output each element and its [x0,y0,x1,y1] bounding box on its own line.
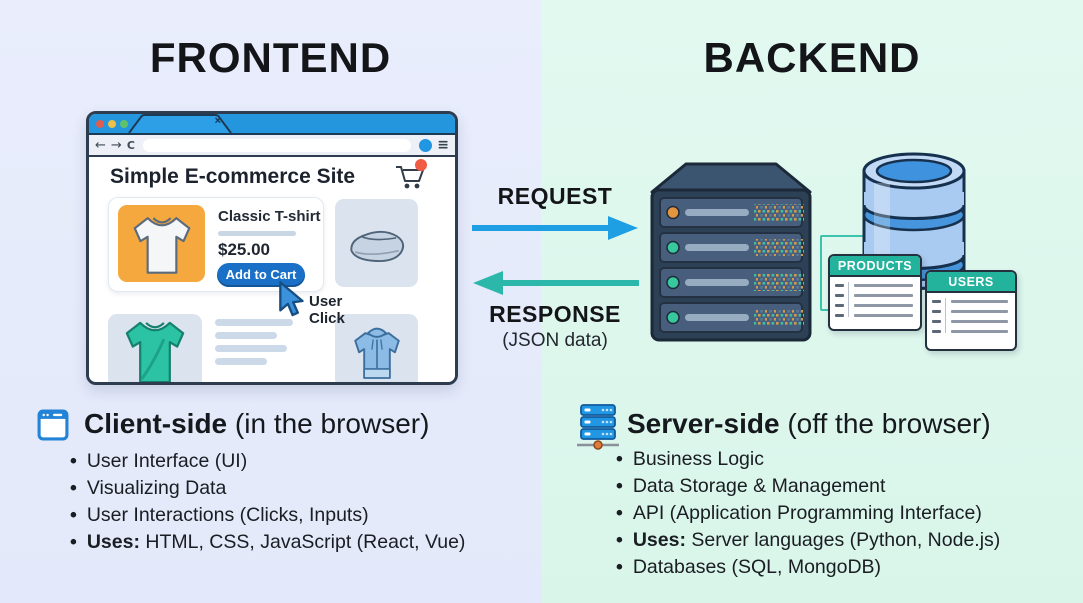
list-item: • Uses: Server languages (Python, Node.j… [616,527,1000,554]
client-heading-bold: Client-side [84,408,228,439]
list-item: • Uses: HTML, CSS, JavaScript (React, Vu… [70,529,465,556]
browser-icon [37,409,69,441]
tab-shape [128,114,232,133]
table-key-column [835,282,849,317]
traffic-light-yellow-icon [108,120,116,128]
bullet-icon: • [616,475,623,497]
cart-icon[interactable] [392,159,428,191]
placeholder-line [215,319,293,326]
product-tile-mouse [335,199,418,287]
server-rack-illustration [650,162,812,342]
list-item: • User Interface (UI) [70,448,465,475]
server-heading-rest: (off the browser) [779,408,991,439]
frontend-title: FRONTEND [149,34,392,81]
product-name: Classic T-shirt [218,208,321,225]
bullet-icon: • [70,504,77,526]
bullet-text: Databases (SQL, MongoDB) [632,556,882,578]
backend-title: BACKEND [703,34,921,81]
forward-icon[interactable]: → [110,137,122,153]
server-side-heading: Server-side (off the browser) [627,408,991,440]
bullet-icon: • [70,531,77,553]
placeholder-text-lines [215,319,293,365]
users-table-header: USERS [927,272,1015,293]
products-table: PRODUCTS [828,254,922,331]
client-side-list: • User Interface (UI) • Visualizing Data… [70,448,465,556]
list-item: • Data Storage & Management [616,473,1000,500]
browser-titlebar: × [89,114,455,135]
cursor-label-line2: Click [309,310,345,327]
bullet-icon: • [70,450,77,472]
bullet-icon: • [616,448,623,470]
server-side-list: • Business Logic • Data Storage & Manage… [616,446,1000,581]
cursor-label: User Click [309,293,345,327]
bullet-text: User Interface (UI) [86,450,248,472]
server-icon [577,404,619,450]
browser-tab[interactable]: × [127,114,233,133]
cursor-label-line1: User [309,293,343,310]
table-key-column [932,298,946,333]
placeholder-line [215,332,277,339]
bullet-text: API (Application Programming Interface) [632,502,982,524]
bullet-icon: • [70,477,77,499]
list-item: • Databases (SQL, MongoDB) [616,554,1000,581]
browser-content: Simple E-commerce Site Classic T-shirt $… [89,157,455,382]
menu-icon[interactable]: ≡ [437,137,449,153]
users-table: USERS [925,270,1017,351]
bullet-text: Business Logic [632,448,764,470]
back-icon[interactable]: ← [95,137,106,153]
traffic-light-green-icon [120,120,128,128]
list-item: • User Interactions (Clicks, Inputs) [70,502,465,529]
cursor-icon [279,281,304,317]
bullet-text: User Interactions (Clicks, Inputs) [86,504,369,526]
browser-toolbar: ← → C ≡ [89,135,455,157]
bullet-text: Uses: HTML, CSS, JavaScript (React, Vue) [86,531,466,553]
users-table-body [927,293,1015,333]
placeholder-line [215,345,287,352]
bullet-icon: • [616,556,623,578]
response-arrow [473,271,639,295]
bullet-text: Data Storage & Management [632,475,886,497]
hoodie-illustration [353,327,400,379]
tab-close-icon[interactable]: × [214,115,221,127]
bullet-icon: • [616,502,623,524]
reload-icon[interactable]: C [126,138,135,152]
list-item: • Business Logic [616,446,1000,473]
product-image-tile [118,205,205,282]
request-arrow [472,216,638,240]
list-item: • Visualizing Data [70,475,465,502]
table-value-column [951,298,1010,333]
placeholder-line [215,358,267,365]
request-label: REQUEST [497,183,613,209]
browser-window: × ← → C ≡ Simple E-commerce Site [86,111,458,385]
response-label: RESPONSE [489,301,621,327]
server-heading-bold: Server-side [627,408,780,439]
client-side-heading: Client-side (in the browser) [84,408,429,440]
traffic-light-red-icon [96,120,104,128]
products-table-header: PRODUCTS [830,256,920,277]
site-title: Simple E-commerce Site [110,165,356,188]
mouse-illustration [349,230,404,262]
product-tile-shirt [108,314,202,382]
bullet-icon: • [616,529,623,551]
tshirt-white-illustration [133,216,190,274]
product-price: $25.00 [218,240,270,259]
list-item: • API (Application Programming Interface… [616,500,1000,527]
add-to-cart-button[interactable]: Add to Cart [217,263,305,287]
table-value-column [854,282,915,317]
response-sublabel: (JSON data) [502,330,608,351]
tshirt-teal-illustration [125,321,185,382]
product-divider [218,231,296,236]
product-tile-hoodie [335,314,418,382]
bullet-text: Visualizing Data [86,477,227,499]
address-bar[interactable] [142,138,412,152]
products-table-body [830,277,920,317]
profile-avatar[interactable] [419,138,433,152]
bullet-text: Uses: Server languages (Python, Node.js) [632,529,1001,551]
client-heading-rest: (in the browser) [227,408,430,439]
cart-badge [415,159,427,171]
